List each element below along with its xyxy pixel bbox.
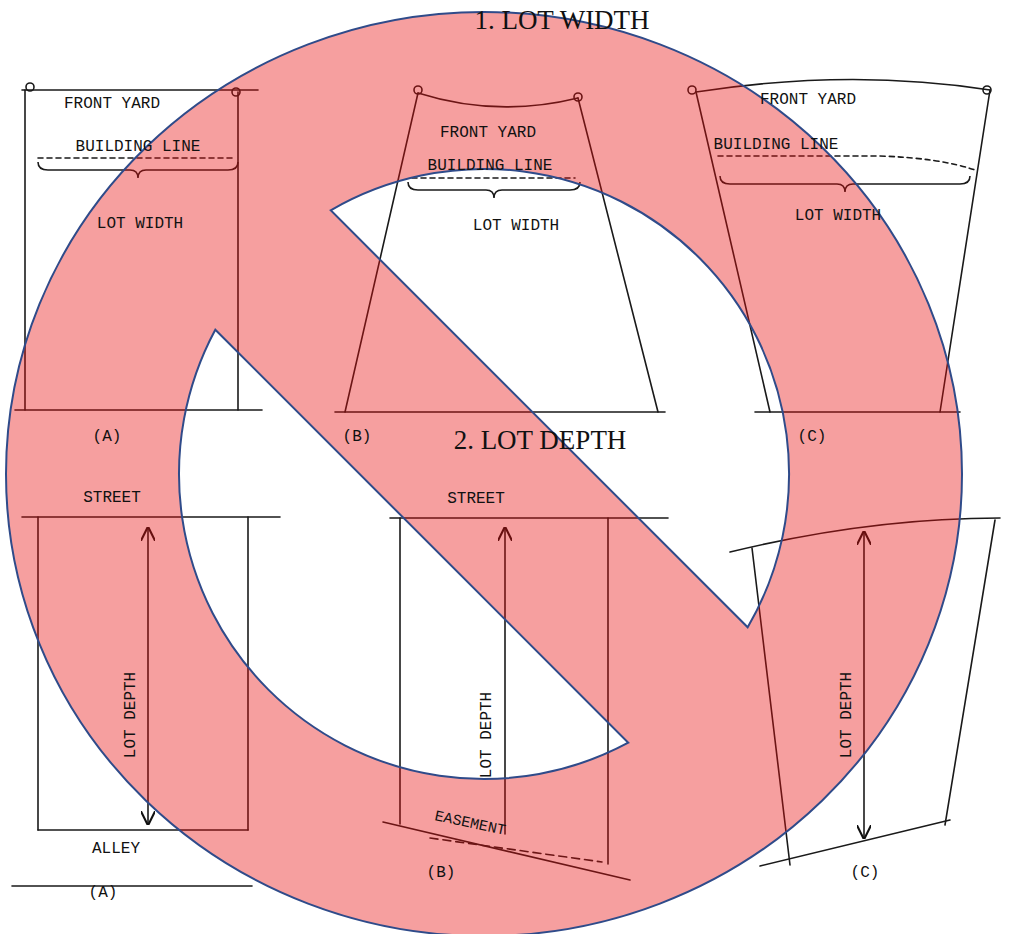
lot-width-label: LOT WIDTH xyxy=(97,216,183,232)
drawing-stroke xyxy=(412,177,575,179)
section-heading: 1. LOT WIDTH xyxy=(474,7,649,34)
drawing-stroke xyxy=(26,83,34,91)
lot-depth-label: LOT DEPTH xyxy=(839,672,855,758)
figure-letter: (C) xyxy=(851,865,880,881)
lot-width-label: LOT WIDTH xyxy=(473,218,559,234)
front-yard-label: FRONT YARD xyxy=(440,125,536,141)
street-label: STREET xyxy=(83,490,141,506)
alley-label: ALLEY xyxy=(92,841,140,857)
building-line-label: BUILDING LINE xyxy=(76,139,201,155)
building-line-label: BUILDING LINE xyxy=(428,158,553,174)
figure-letter: (B) xyxy=(427,865,456,881)
lot-depth-label: LOT DEPTH xyxy=(479,692,495,778)
section-heading: 2. LOT DEPTH xyxy=(454,427,627,454)
figure-letter: (A) xyxy=(89,885,118,901)
lot-depth-label: LOT DEPTH xyxy=(123,672,139,758)
front-yard-label: FRONT YARD xyxy=(760,92,856,108)
easement-label: EASEMENT xyxy=(433,809,507,839)
lot-width-label: LOT WIDTH xyxy=(795,208,881,224)
figure-letter: (B) xyxy=(343,429,372,445)
street-label: STREET xyxy=(447,491,505,507)
building-line-label: BUILDING LINE xyxy=(714,137,839,153)
figure-letter: (A) xyxy=(93,429,122,445)
width-brace xyxy=(408,182,580,198)
prohibition-sign xyxy=(6,12,962,934)
figure-letter: (C) xyxy=(798,429,827,445)
front-yard-label: FRONT YARD xyxy=(64,96,160,112)
drawing-stroke xyxy=(12,885,252,887)
drawing-stroke xyxy=(983,86,991,94)
